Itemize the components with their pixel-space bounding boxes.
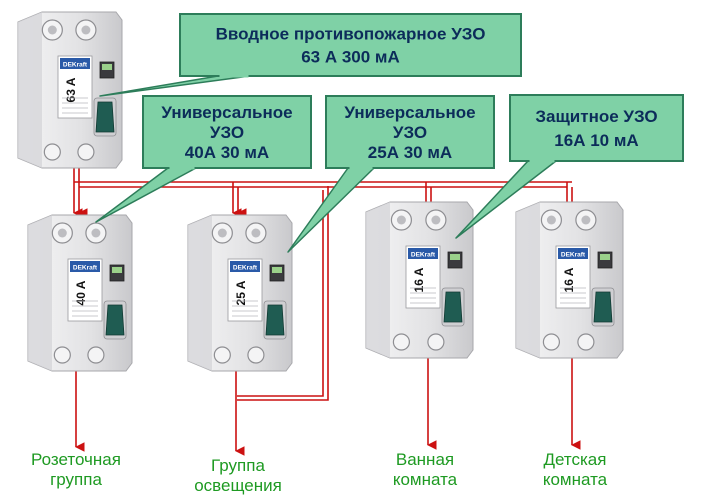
- callout-text-line: УЗО: [393, 123, 427, 142]
- terminal-screw-icon: [247, 346, 265, 364]
- terminal-screw-icon: [392, 333, 411, 351]
- indicator-window: [272, 267, 282, 273]
- callout-text-line: Защитное УЗО: [535, 107, 657, 126]
- terminal-screw-core: [217, 228, 227, 238]
- callout-box: [509, 94, 684, 162]
- rcd-device: DEKraft 40 A: [27, 214, 133, 372]
- indicator-window: [102, 64, 112, 70]
- rcd-brand: DEKraft: [233, 265, 258, 272]
- callout-text-line: 25А 30 мА: [368, 143, 452, 162]
- toggle-lever-icon: [265, 304, 285, 336]
- callout-text-line: Универсальное: [161, 103, 292, 122]
- toggle-lever-icon: [593, 291, 613, 323]
- brand-strip: [60, 58, 90, 69]
- output-label-line2: освещения: [194, 476, 282, 495]
- output-label-line2: комната: [542, 470, 608, 489]
- callouts-layer: Вводное противопожарное УЗО 63 А 300 мА Ун…: [95, 13, 684, 253]
- rcd-brand: DEKraft: [63, 62, 88, 69]
- terminal-screw-core: [81, 25, 91, 35]
- indicator-window: [450, 254, 460, 260]
- output-label-lighting-group: Группа освещения: [163, 456, 313, 496]
- callout-text-line: УЗО: [210, 123, 244, 142]
- terminal-screw-icon: [542, 333, 561, 351]
- terminal-screw-core: [91, 228, 101, 238]
- terminal-screw-icon: [427, 333, 445, 351]
- output-label-socket-group: Розеточная группа: [1, 450, 151, 490]
- callout-box: [325, 95, 495, 169]
- callout-bubble: Вводное противопожарное УЗО 63 А 300 мА: [99, 13, 522, 97]
- brand-strip: [408, 248, 438, 259]
- indicator-window: [600, 254, 610, 260]
- wire-lighting-loop-a: [237, 186, 329, 401]
- terminal-screw-icon: [577, 333, 595, 351]
- callout-text-line: Универсальное: [344, 103, 475, 122]
- callout-bubble: Защитное УЗО 16А 10 мА: [455, 94, 684, 239]
- rcd-device: DEKraft 16 A: [515, 201, 624, 359]
- terminal-screw-core: [431, 215, 441, 225]
- rcd-brand: DEKraft: [411, 252, 436, 259]
- terminal-screw-icon: [87, 346, 105, 364]
- terminal-screw-core: [47, 25, 57, 35]
- rcd-rating: 16 A: [412, 267, 426, 292]
- output-label-line2: группа: [50, 470, 102, 489]
- output-label-line1: Розеточная: [31, 450, 121, 469]
- callout-text-line: 40А 30 мА: [185, 143, 269, 162]
- toggle-lever-icon: [443, 291, 463, 323]
- terminal-screw-icon: [213, 346, 231, 364]
- indicator-window: [112, 267, 122, 273]
- rcd-rating: 25 A: [234, 280, 248, 305]
- terminal-screw-core: [581, 215, 591, 225]
- rcd-side: [188, 215, 212, 371]
- terminal-screw-core: [57, 228, 67, 238]
- callout-tail: [287, 167, 375, 253]
- rcd-device: DEKraft 63 A: [17, 11, 123, 169]
- wire-lighting-loop-b: [237, 190, 324, 397]
- brand-strip: [70, 261, 100, 272]
- callout-text-line: 16А 10 мА: [554, 131, 638, 150]
- rcd-device: DEKraft 25 A: [187, 214, 293, 372]
- callout-text-line: 63 А 300 мА: [301, 48, 400, 67]
- output-label-line1: Детская: [543, 450, 607, 469]
- terminal-screw-core: [546, 215, 556, 225]
- rcd-rating: 40 A: [74, 280, 88, 305]
- rcd-side: [366, 202, 390, 358]
- output-label-line1: Группа: [211, 456, 265, 475]
- brand-strip: [558, 248, 588, 259]
- rcd-rating: 63 A: [64, 77, 78, 102]
- rcd-device: DEKraft 16 A: [365, 201, 474, 359]
- rcd-side: [28, 215, 52, 371]
- toggle-lever-icon: [105, 304, 125, 336]
- output-label-line1: Ванная: [395, 450, 455, 469]
- rcd-brand: DEKraft: [561, 252, 586, 259]
- terminal-screw-core: [251, 228, 261, 238]
- rcd-side: [18, 12, 42, 168]
- rcd-side: [516, 202, 540, 358]
- terminal-screw-icon: [77, 143, 95, 161]
- output-label-bathroom: Ванная комната: [350, 450, 500, 490]
- callout-box: [142, 95, 312, 169]
- output-label-line2: комната: [392, 470, 458, 489]
- callout-text-line: Вводное противопожарное УЗО: [216, 25, 486, 44]
- callout-box: [179, 13, 522, 77]
- output-label-nursery: Детская комната: [500, 450, 650, 490]
- terminal-screw-icon: [53, 346, 71, 364]
- terminal-screw-core: [396, 215, 406, 225]
- callout-tail: [95, 167, 197, 223]
- rcd-brand: DEKraft: [73, 265, 98, 272]
- toggle-lever-icon: [95, 101, 115, 133]
- brand-strip: [230, 261, 260, 272]
- rcd-rating: 16 A: [562, 267, 576, 292]
- terminal-screw-icon: [43, 143, 61, 161]
